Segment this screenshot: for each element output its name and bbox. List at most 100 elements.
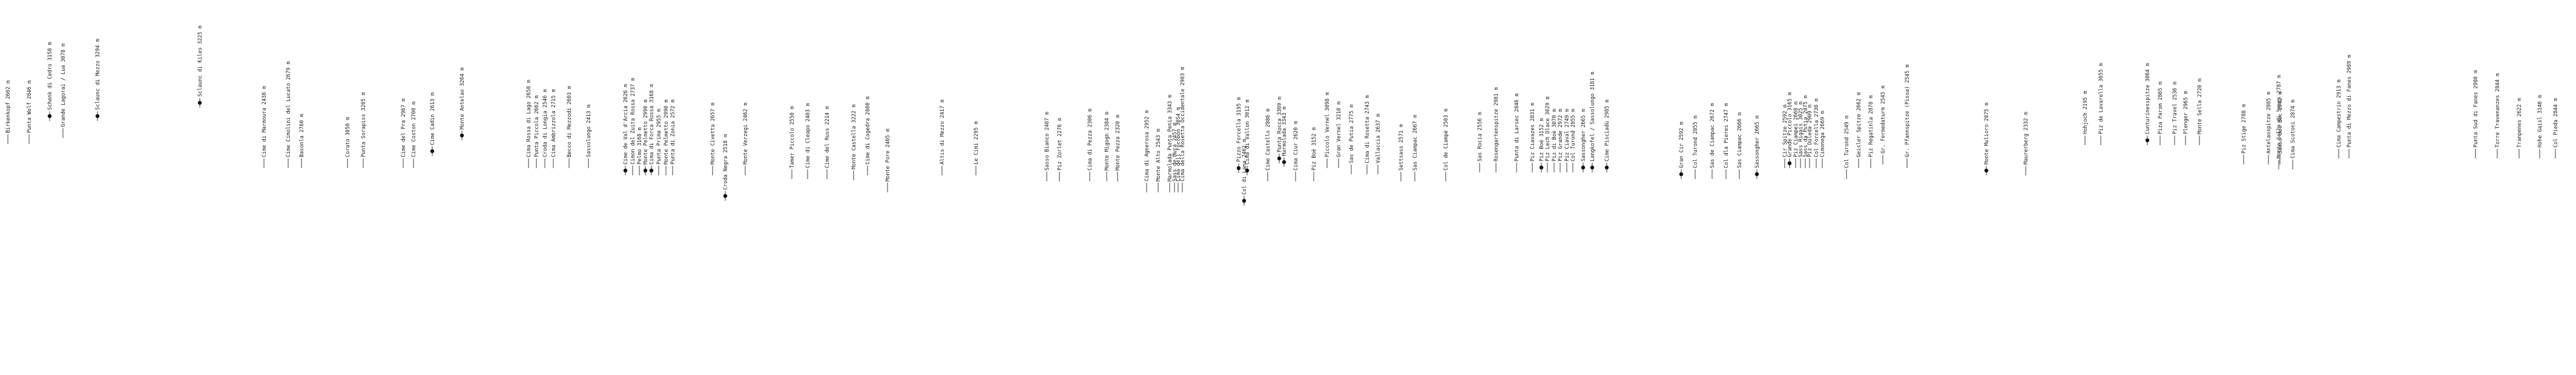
peak-dot <box>1604 165 1609 170</box>
peak-marker: Cir Spitze 2592 m <box>1782 105 1788 168</box>
peak-marker: Piz Zorlet 2276 m <box>1057 118 1063 181</box>
peak-label: Sas de Ciampac 2672 m <box>1710 103 1716 168</box>
peak-marker: Cima Rossa di Lago 2658 m <box>526 80 532 168</box>
peak-marker: Monte Alto 2543 m <box>1156 129 1162 192</box>
peak-marker: Grande Piccolo 3165 m <box>1787 93 1793 168</box>
peak-marker: Punta Sud di Fanes 2980 m <box>2473 70 2479 158</box>
peak-marker: Hohe Gaisl 3146 m <box>2537 95 2543 158</box>
peak-dot <box>95 114 100 119</box>
peak-label: Monte Sella 2720 m <box>2197 79 2203 134</box>
peak-marker: Punta Rocca 3309 m <box>1277 97 1283 163</box>
peak-label: Piccolo Vernel 3098 m <box>1325 93 1331 157</box>
peak-label: Gr. Pfannspitze (Pisoa) 2545 m <box>1905 64 1911 157</box>
peak-label: Monte Alto 2543 m <box>1156 129 1162 181</box>
peak-marker: Col di Lana 2462 m <box>1242 139 1248 206</box>
peak-marker: Monte Sella 2720 m <box>2197 79 2203 145</box>
peak-marker: Punta di Larsec 2846 m <box>1514 93 1520 172</box>
peak-label: Antelaospitze 2885 m <box>2266 92 2272 154</box>
peak-label: Le Cimi 2295 m <box>973 121 980 165</box>
peak-marker: Plenger 2965 m <box>2183 91 2189 145</box>
peak-marker: Pelmo 3168 m <box>637 128 643 175</box>
peak-label: Piz Travel 2536 m <box>2172 82 2178 134</box>
peak-label: Cima di Rosetta 2743 m <box>1365 95 1371 163</box>
peak-label: Piz Stige 2788 m <box>2241 104 2247 154</box>
peak-label: Col Pieda 2844 m <box>2553 98 2559 148</box>
peak-marker: Piccolo Vernel 3098 m <box>1325 93 1331 168</box>
peak-marker: Punta di Zonia 2572 m <box>670 100 676 175</box>
peak-label: Hohjoch 2195 m <box>2083 91 2089 134</box>
peak-marker: Cima della Rosetta Occidentale 2903 m <box>1180 67 1186 192</box>
peak-label: Sassongher 2665 m <box>1754 116 1761 168</box>
peak-marker: Col Turond 2855 m <box>1570 109 1576 172</box>
peak-dot <box>1282 160 1286 165</box>
peak-label: Sclaunc di Mezzo 3294 m <box>95 39 101 110</box>
peak-label: Punta di Zonia 2572 m <box>670 100 676 165</box>
peak-marker: Punta Prima 2955 m <box>656 109 662 175</box>
peak-label: Cir Spitze 2592 m <box>1782 105 1788 157</box>
peak-label: Sassongher 2665 m <box>1581 109 1587 161</box>
peak-marker: Sas Ciampac 2666 m <box>1737 112 1743 179</box>
peak-label: Sass Rigais 3025 m <box>1798 102 1804 157</box>
peak-label: Monte Mulioro 2875 m <box>1984 103 1990 165</box>
peak-label: Cima di Forca Rossa 3168 m <box>649 84 655 165</box>
peak-marker: Cime de Val d'Arcia 2626 m <box>623 84 629 175</box>
peak-marker: Piz Ciavazes 2831 m <box>1530 103 1536 172</box>
peak-marker: Cima di Forca Rossa 3168 m <box>649 84 655 175</box>
peak-dot <box>1539 165 1544 170</box>
peak-marker: Cima di Vallon 3012 m <box>1245 100 1251 175</box>
peak-marker: Col Pieda 2844 m <box>2553 98 2559 158</box>
peak-marker: Gr. Fermedaturm 2545 m <box>1880 85 1886 165</box>
peak-dot <box>1590 165 1595 170</box>
peak-marker: Tranpenes 2622 m <box>2517 98 2523 158</box>
peak-marker: Col de Ciampè 2503 m <box>1443 109 1449 181</box>
peak-marker: Marmolada Punta Penia 3343 m <box>1167 95 1173 192</box>
peak-label: Marmolada Punta Penia 3343 m <box>1167 95 1173 181</box>
peak-label: Cima Campestrin 2913 m <box>2336 79 2342 148</box>
peak-marker: Sassongher 2665 m <box>1754 116 1761 179</box>
peak-label: Monte Sella di Senes 2787 m <box>2276 75 2282 158</box>
peak-label: Monte Verzegi 2462 m <box>743 103 749 165</box>
peak-label: Sclaunc di Kiles 3225 m <box>197 25 203 97</box>
peak-label: Basonla 2760 m <box>299 114 305 157</box>
peak-label: Monte Castella 3222 m <box>851 105 857 169</box>
peak-label: Cime del Pra 2967 m <box>401 99 407 157</box>
peak-marker: Croda Negra 2518 m <box>723 134 729 201</box>
peak-label: Cime de Val d'Arcia 2626 m <box>623 84 629 165</box>
peak-dot <box>623 168 628 173</box>
peak-marker: Pizzo Forcella 3195 m <box>1236 97 1242 173</box>
peak-dot <box>643 168 648 173</box>
peak-marker: Corato 3050 m <box>345 117 351 168</box>
peak-marker: Basonla 2760 m <box>299 114 305 168</box>
peak-label: Sas de Putia 2775 m <box>1349 105 1355 163</box>
peak-label: Monte Civetta 2657 m <box>710 103 716 165</box>
peak-marker: Cime Coston 2700 m <box>411 102 417 168</box>
peak-label: Cimon del Zuita Rossa 2737 m <box>630 78 636 165</box>
peak-marker: Piz Lech Dlace 3029 m <box>1545 97 1551 172</box>
peak-label: Cime Cadin 2613 m <box>430 93 436 145</box>
peak-label: Piz Ciaval 2749 m <box>1564 109 1570 161</box>
peak-label: Piz Zorlet 2276 m <box>1057 118 1063 171</box>
peak-label: Cime Coston 2700 m <box>411 102 417 157</box>
peak-dot <box>460 133 464 138</box>
peak-label: Gran Vernel 3210 m <box>1336 102 1342 157</box>
peak-marker: Piz Regatinla 2870 m <box>1868 96 1874 168</box>
peak-label: Corato 3050 m <box>345 117 351 157</box>
peak-marker: Cima Scotoni 2874 m <box>2290 100 2296 169</box>
peak-marker: Cima Ciur 2620 m <box>1293 121 1299 181</box>
peak-label: Cima di Agnerosa 2952 m <box>1144 110 1150 181</box>
peak-label: Torre Travenanzes 2844 m <box>2495 73 2501 148</box>
peak-label: Gr. Fermedaturm 2545 m <box>1880 85 1886 154</box>
peak-label: Pelmo 3168 m <box>637 128 643 165</box>
peak-marker: Monte Pelmetto 2990 m <box>664 100 670 175</box>
peak-marker: Col Turond 2549 m <box>1844 116 1850 179</box>
peak-label: Piza Parom 2865 m <box>2158 82 2164 134</box>
peak-marker: Cima di Pezza 2306 m <box>1087 109 1093 181</box>
peak-label: Marmolada 3343 m <box>1282 106 1288 156</box>
peak-dot <box>1581 165 1586 170</box>
peak-marker: Sas de Putia 2775 m <box>1349 105 1355 174</box>
peak-marker: Cime Cimolini del Lucato 2679 m <box>286 61 292 168</box>
peak-marker: Piz Stige 2788 m <box>2241 104 2247 165</box>
peak-marker: Grande Lagorai / Lua 3078 m <box>61 44 67 138</box>
peak-marker: Cunturinesspitze 3064 m <box>2145 63 2151 145</box>
peak-marker: Punta di Mezzo di Fanes 2989 m <box>2347 54 2353 158</box>
